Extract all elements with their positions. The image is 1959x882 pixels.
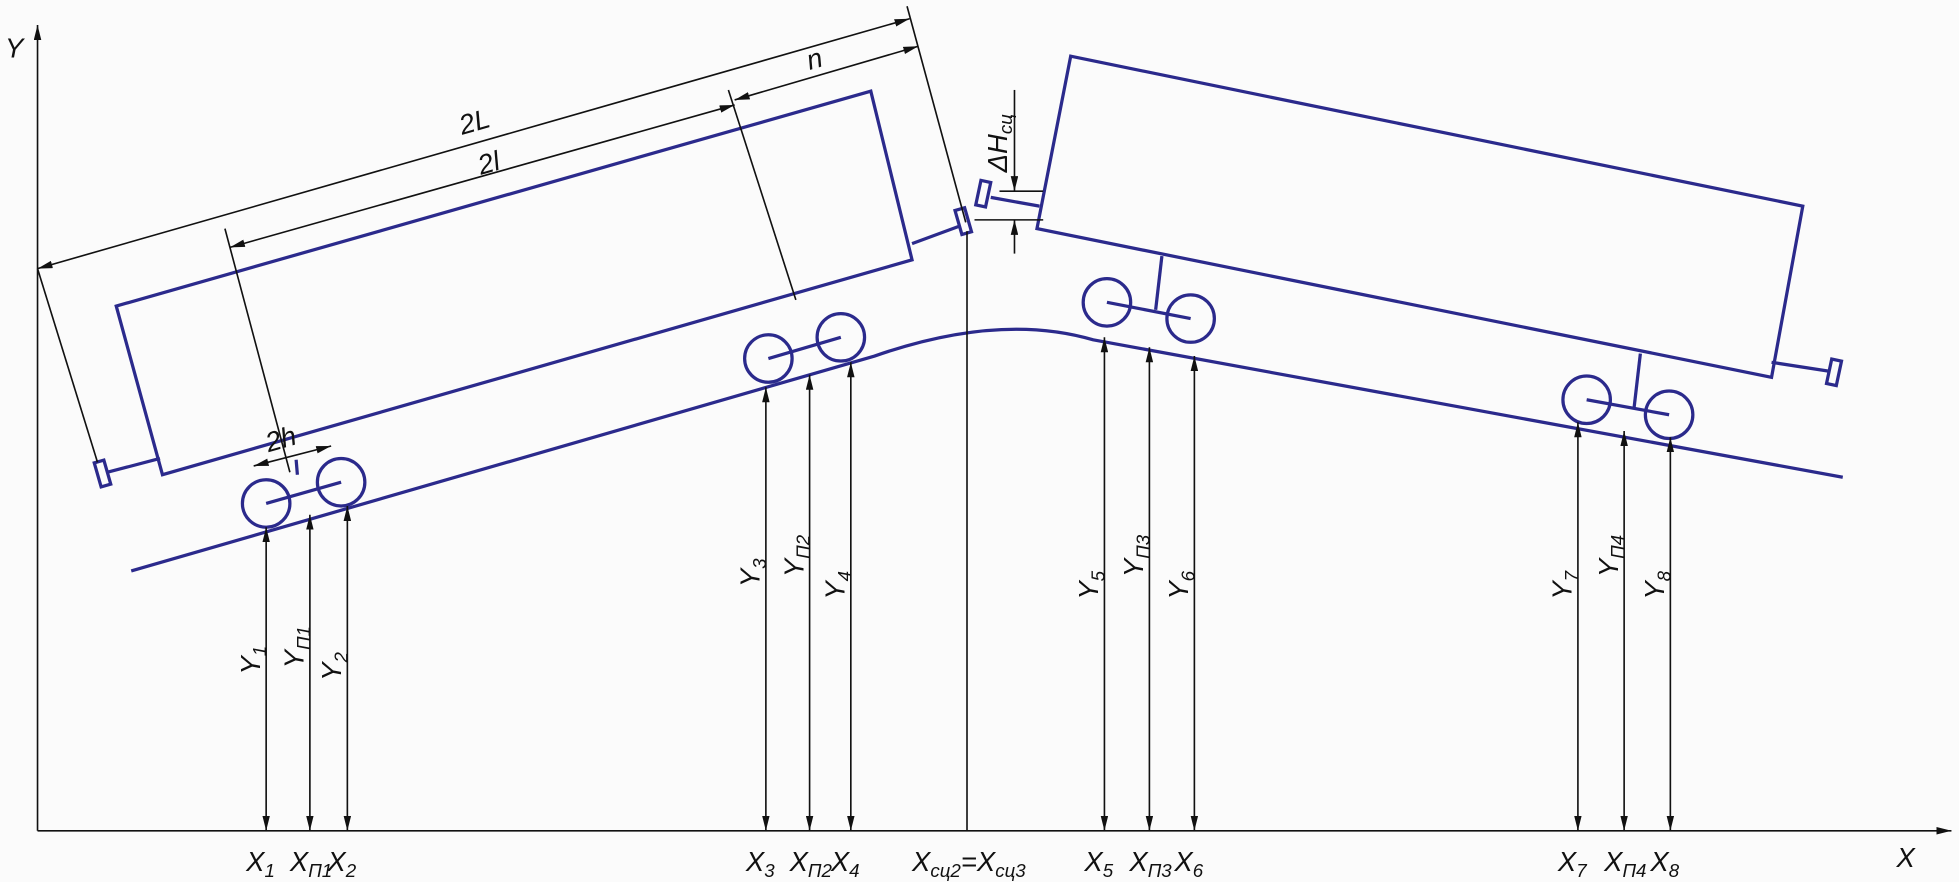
y-coordinate-label: Y2 xyxy=(316,652,351,681)
x-coordinate-label: X4 xyxy=(830,846,860,881)
dimension-2L-label: 2L xyxy=(454,102,493,140)
dimension-2l xyxy=(229,104,735,249)
bogie-pivot xyxy=(294,459,300,475)
dimension-n xyxy=(734,45,919,101)
y-coordinate-label: Y5 xyxy=(1073,570,1108,599)
wagon-2-body xyxy=(1035,54,1805,380)
x-coordinate-label: X5 xyxy=(1083,846,1113,881)
wagon-1-right-coupler xyxy=(911,224,961,246)
bogie-frame xyxy=(1586,398,1670,417)
y-coordinate-label: YП4 xyxy=(1593,535,1628,577)
dimension-n-label: n xyxy=(803,42,826,76)
extension-line xyxy=(36,268,99,463)
wheel xyxy=(815,311,867,363)
bogie-pivot xyxy=(1632,353,1642,408)
wagon-2-right-coupler-head xyxy=(1824,357,1844,388)
wheel xyxy=(1561,374,1613,426)
wheel xyxy=(743,333,794,384)
wheel xyxy=(1081,276,1133,328)
wagon-1 xyxy=(92,89,974,529)
rail-track xyxy=(130,327,1844,573)
x-coordinate-label: X2 xyxy=(326,846,356,881)
y-axis-label: Y xyxy=(5,32,25,63)
bogie-frame xyxy=(1106,300,1191,321)
y-coordinate-label: Y6 xyxy=(1163,570,1198,599)
x-coordinate-label: X3 xyxy=(745,846,775,881)
x-coordinate-label: X6 xyxy=(1173,846,1203,881)
y-coordinate-label: Y4 xyxy=(820,571,855,600)
wagon-1-body xyxy=(114,89,914,477)
x-axis-label: X xyxy=(1895,842,1916,873)
x-coordinate-label: X7 xyxy=(1557,846,1587,881)
y-coordinate-label: Y8 xyxy=(1639,570,1674,599)
wagon-2-left-coupler-head xyxy=(973,178,993,209)
wagon-1-left-coupler xyxy=(107,456,161,474)
y-coordinate-label: Y7 xyxy=(1547,570,1582,599)
x-coordinate-label: XП2 xyxy=(789,846,833,881)
dimension-2h-label: 2h xyxy=(261,420,300,458)
wheel xyxy=(240,478,292,529)
dimensions: 2L 2l n 2h ΔHсц xyxy=(36,6,1044,831)
dimension-2L xyxy=(37,17,910,270)
bogie-frame xyxy=(265,480,342,506)
y-coordinate-label: YП1 xyxy=(279,626,314,668)
dimension-2h xyxy=(253,445,332,467)
coupler-x-label: Xсц2=Xсц3 xyxy=(911,846,1026,881)
x-coordinate-label: XП3 xyxy=(1128,846,1172,881)
wagon-2-right-coupler xyxy=(1771,360,1829,373)
bogie-frame xyxy=(767,335,842,361)
extension-line xyxy=(727,89,797,301)
y-coordinate-label: Y3 xyxy=(735,558,770,587)
x-coordinate-label: XП4 xyxy=(1603,846,1646,881)
x-coordinate-label: X1 xyxy=(245,846,275,881)
wheel xyxy=(1165,293,1216,344)
wheel xyxy=(315,456,367,508)
x-coordinate-label: XП1 xyxy=(289,846,332,881)
x-coordinate-label: X8 xyxy=(1649,846,1679,881)
dimension-dh-label: ΔHсц xyxy=(982,114,1016,174)
y-coordinate-label: Y1 xyxy=(235,646,270,675)
extension-line xyxy=(906,6,967,223)
extension-line xyxy=(224,228,291,473)
wagon-2-left-coupler xyxy=(990,195,1040,208)
bogie-pivot xyxy=(1154,255,1164,311)
wagon-1-left-coupler-head xyxy=(92,458,113,489)
y-coordinate-label: YП2 xyxy=(778,534,813,577)
wagon-2 xyxy=(973,54,1844,441)
dimension-2l-label: 2l xyxy=(473,145,504,181)
y-coordinate-label: YП3 xyxy=(1118,534,1153,577)
